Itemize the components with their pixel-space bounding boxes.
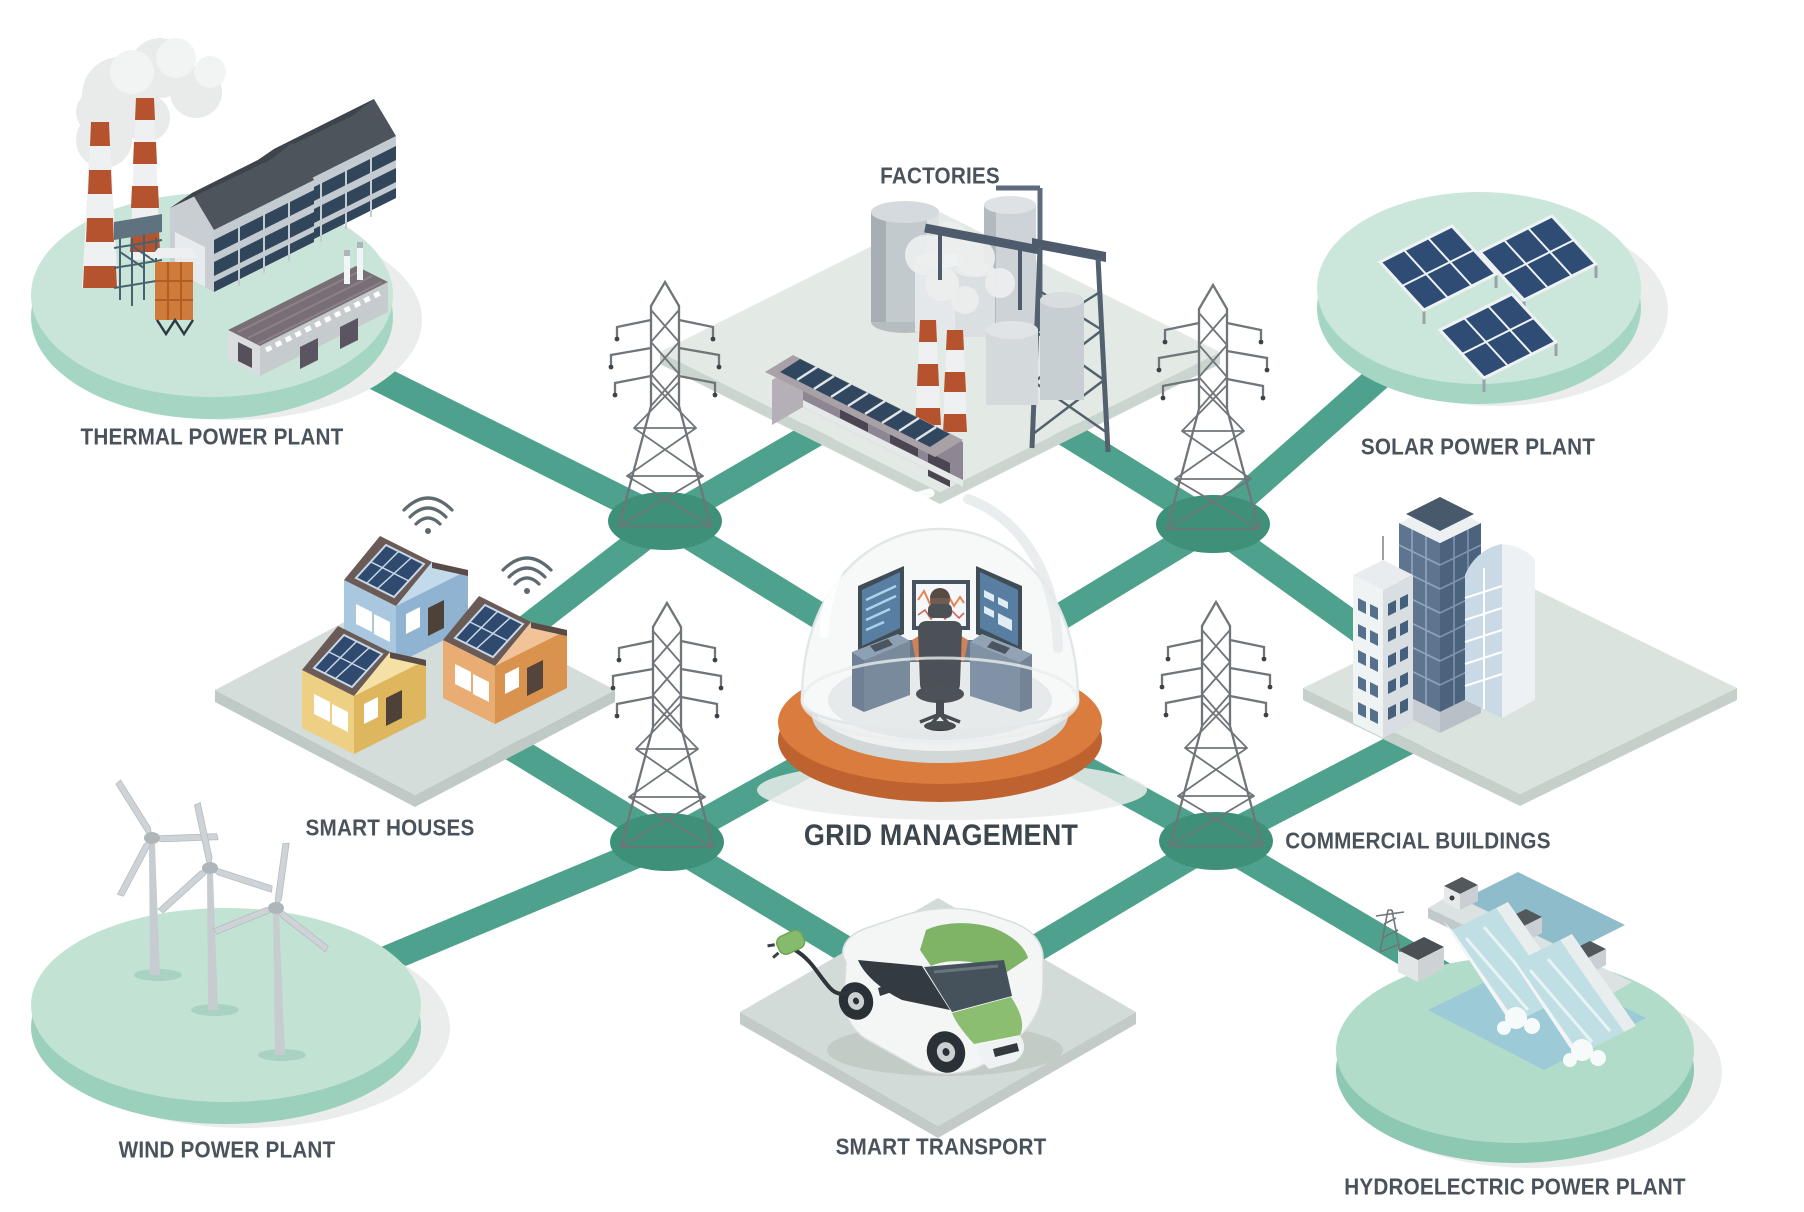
house-yellow [302, 626, 426, 754]
label-factories: FACTORIES [880, 162, 1000, 189]
label-wind-power-plant: WIND POWER PLANT [118, 1136, 336, 1163]
smart-transport-illustration [767, 907, 1063, 1076]
grid-management-illustration [757, 488, 1147, 820]
label-smart-houses: SMART HOUSES [305, 814, 475, 841]
label-smart-transport: SMART TRANSPORT [835, 1133, 1047, 1160]
smart-houses-illustration [302, 496, 567, 754]
thermal-power-plant-illustration [76, 38, 396, 376]
wind-platform [31, 908, 450, 1128]
charging-cable [793, 948, 858, 996]
wind-turbine [212, 842, 329, 1055]
wind-turbine [115, 779, 219, 975]
label-hydroelectric-power-plant: HYDROELECTRIC POWER PLANT [1344, 1173, 1686, 1200]
wifi-icon [501, 556, 553, 594]
charging-plug-icon [767, 929, 806, 959]
wind-power-plant-illustration [115, 779, 329, 1061]
label-grid-management: GRID MANAGEMENT [803, 819, 1079, 852]
control-room [852, 566, 1032, 731]
label-commercial-buildings: COMMERCIAL BUILDINGS [1285, 827, 1551, 854]
factories-platform [660, 212, 1220, 504]
label-thermal-power-plant: THERMAL POWER PLANT [80, 423, 344, 450]
hydroelectric-power-plant-illustration [1375, 872, 1646, 1070]
network-junctions [608, 492, 1273, 871]
wifi-icon [402, 496, 454, 534]
wind-turbine [157, 802, 273, 1010]
label-solar-power-plant: SOLAR POWER PLANT [1360, 433, 1596, 460]
commercial-buildings-illustration [1353, 497, 1535, 738]
factories-illustration [765, 185, 1111, 487]
house-blue [344, 496, 468, 664]
solar-power-plant-illustration [1377, 214, 1599, 392]
house-orange [443, 556, 567, 724]
